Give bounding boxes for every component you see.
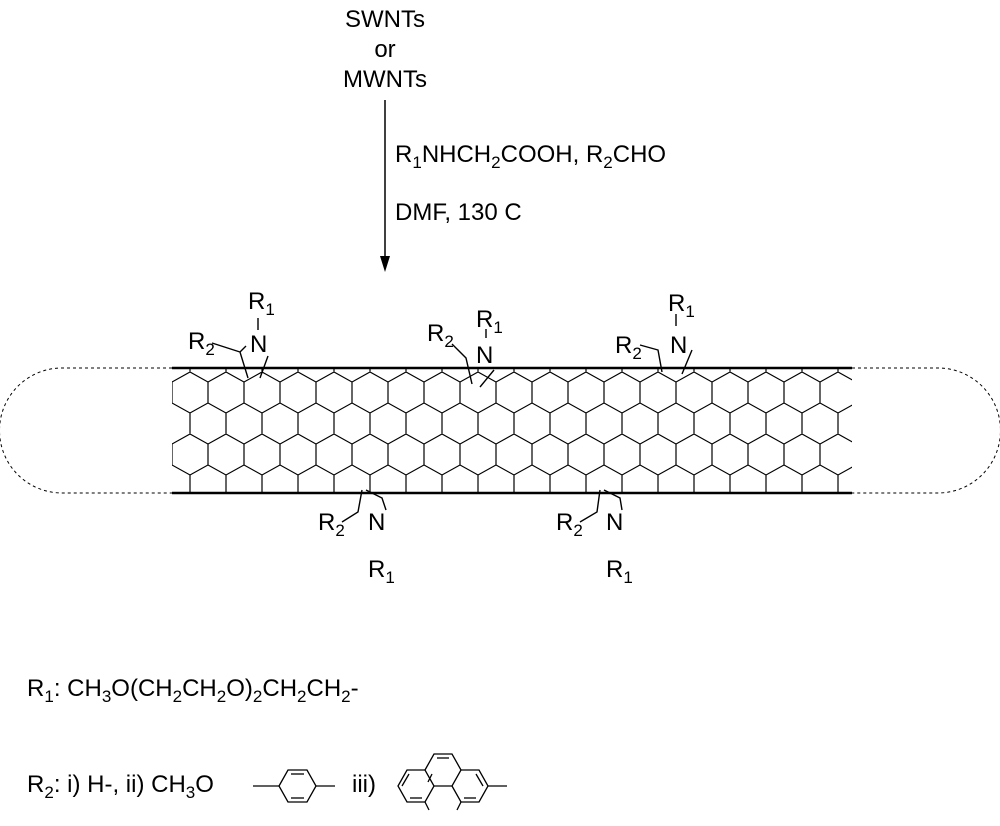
subscript: 1 — [685, 302, 695, 321]
formula-text: : CH — [53, 675, 102, 702]
adduct2-r2: R2 — [427, 320, 454, 351]
r2-option-iii: iii) — [352, 771, 376, 798]
subscript: 2 — [491, 153, 501, 172]
adduct4-n: N — [368, 509, 386, 536]
methoxyphenyl-structure — [253, 769, 335, 803]
adduct1-r1: R1 — [248, 288, 275, 319]
adduct5-r1: R1 — [606, 556, 633, 587]
subscript: 2 — [172, 687, 183, 706]
subscript: 2 — [297, 687, 307, 706]
adduct3-n: N — [670, 332, 688, 359]
reactant-mwnts: MWNTs — [343, 66, 427, 93]
formula-text: R — [615, 332, 633, 359]
adduct5-n: N — [606, 509, 624, 536]
reagents-label: R1NHCH2COOH, R2CHO — [395, 141, 667, 172]
nanotube — [0, 366, 1000, 495]
adduct2-n: N — [476, 342, 494, 369]
tube-cap-right — [852, 367, 1000, 494]
subscript: 3 — [185, 783, 196, 802]
formula-text: R — [188, 328, 206, 355]
formula-text: O — [195, 771, 214, 798]
subscript: 2 — [444, 332, 454, 351]
subscript: 1 — [493, 318, 503, 337]
formula-text: R — [427, 320, 445, 347]
formula-text: - — [350, 675, 359, 702]
solvent-temp-label: DMF, 130 C — [395, 199, 522, 226]
subscript: 2 — [573, 521, 583, 540]
formula-text: CH — [182, 675, 217, 702]
adduct2-r1: R1 — [476, 306, 503, 337]
adduct4-r2: R2 — [318, 509, 345, 540]
formula-text: R — [368, 556, 386, 583]
r1-definition: R1: CH3O(CH2CH2O)2CH2CH2- — [27, 675, 359, 706]
formula-text: R — [248, 288, 266, 315]
formula-text: R — [668, 290, 686, 317]
pyrenyl-structure — [397, 753, 507, 811]
formula-text: R — [27, 771, 45, 798]
subscript: 2 — [205, 340, 215, 359]
reactant-or: or — [374, 36, 396, 63]
formula-text: O) — [226, 675, 253, 702]
pyrrolidine-bonds — [211, 314, 693, 523]
reactant-swnts: SWNTs — [345, 6, 425, 33]
formula-text: R — [318, 509, 336, 536]
formula-text: R — [476, 306, 494, 333]
reaction-arrow — [380, 100, 390, 272]
subscript: 2 — [341, 687, 351, 706]
formula-text: R — [556, 509, 574, 536]
adduct4-r1: R1 — [368, 556, 395, 587]
formula-text: R — [27, 675, 45, 702]
subscript: 2 — [216, 687, 227, 706]
subscript: 1 — [385, 568, 395, 587]
subscript: 1 — [412, 153, 422, 172]
r2-definition: R2: i) H-, ii) CH3O — [27, 771, 214, 802]
formula-text: COOH, R — [500, 141, 604, 168]
subscript: 2 — [335, 521, 345, 540]
adduct1-n: N — [250, 331, 268, 358]
subscript: 2 — [603, 153, 613, 172]
subscript: 1 — [623, 568, 633, 587]
subscript: 2 — [44, 783, 54, 802]
adduct5-r2: R2 — [556, 509, 583, 540]
adduct1-r2: R2 — [188, 328, 215, 359]
tube-cap-left — [0, 367, 172, 494]
adduct3-r2: R2 — [615, 332, 642, 363]
subscript: 2 — [632, 344, 642, 363]
subscript: 1 — [44, 687, 54, 706]
formula-text: : i) H-, ii) CH — [53, 771, 186, 798]
subscript: 1 — [265, 300, 275, 319]
formula-text: CH — [306, 675, 342, 702]
formula-text: CHO — [612, 141, 667, 168]
subscript: 2 — [252, 687, 263, 706]
formula-text: NHCH — [421, 141, 492, 168]
formula-text: O(CH — [111, 675, 173, 702]
subscript: 3 — [101, 687, 112, 706]
adduct3-r1: R1 — [668, 290, 695, 321]
formula-text: CH — [262, 675, 298, 702]
formula-text: R — [395, 141, 413, 168]
formula-text: R — [606, 556, 624, 583]
